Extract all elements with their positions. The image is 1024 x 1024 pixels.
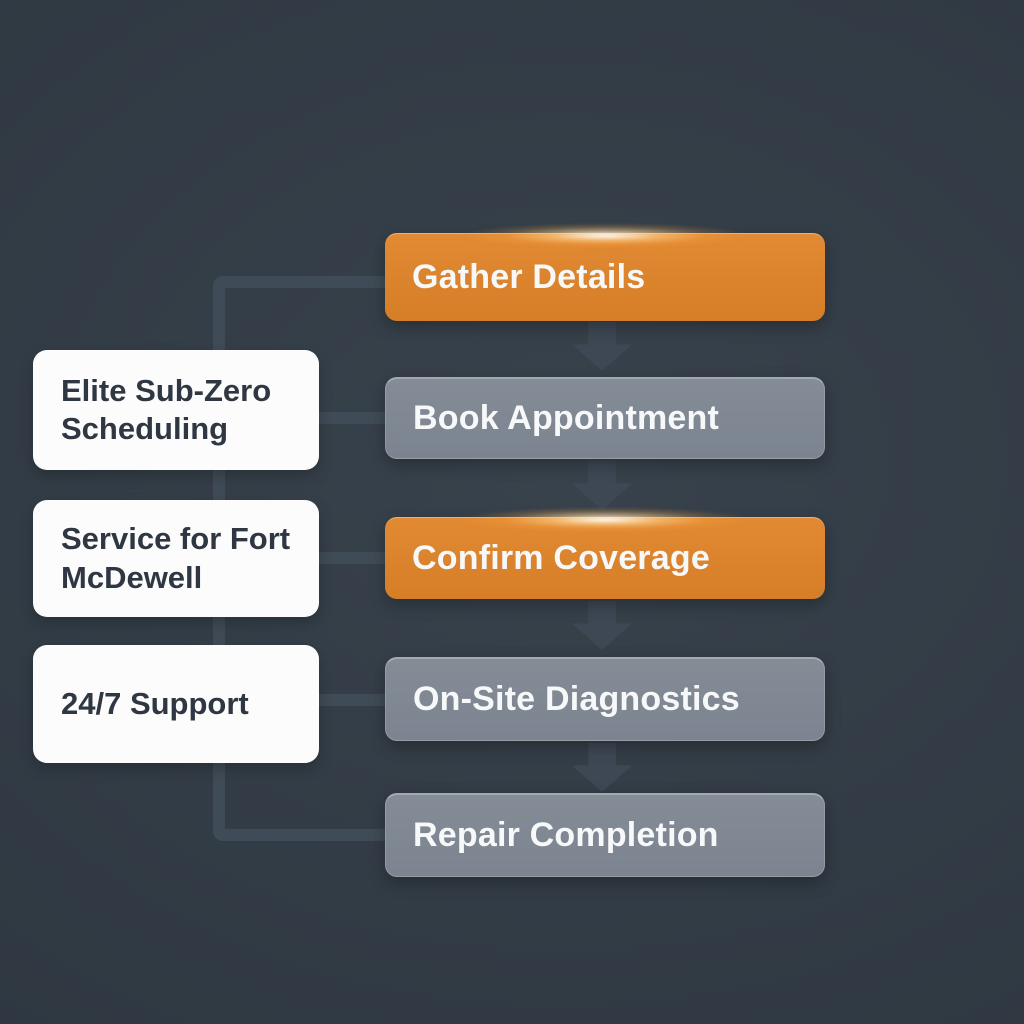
side-label-elite-sub-zero-scheduling: Elite Sub-Zero Scheduling (33, 350, 319, 470)
flow-step-label: Book Appointment (413, 399, 720, 437)
flow-step-label: Gather Details (412, 258, 646, 296)
arrow-down-icon (572, 461, 632, 510)
arrow-down-icon (572, 743, 632, 792)
side-label-text: 24/7 Support (61, 685, 249, 721)
side-label-text: Service for Fort McDewell (61, 521, 291, 595)
flow-step-label: On-Site Diagnostics (413, 680, 740, 718)
flow-step-book-appointment: Book Appointment (385, 377, 825, 459)
flow-step-label: Confirm Coverage (412, 539, 710, 577)
side-label-service-for-fort-mcdewell: Service for Fort McDewell (33, 500, 319, 617)
glow-flare-icon (375, 218, 835, 252)
side-label-text: Elite Sub-Zero Scheduling (61, 372, 272, 446)
arrow-down-icon (572, 322, 632, 371)
side-label-24-7-support: 24/7 Support (33, 645, 319, 763)
flow-step-gather-details: Gather Details (375, 218, 835, 321)
flow-step-confirm-coverage: Confirm Coverage (375, 502, 835, 599)
arrow-down-icon (572, 601, 632, 650)
flow-step-repair-completion: Repair Completion (385, 793, 825, 877)
connector-stub-onsite-diagnostics (312, 694, 386, 706)
connector-stub-book-appointment (312, 412, 386, 424)
connector-stub-confirm-coverage (312, 552, 386, 564)
flow-step-onsite-diagnostics: On-Site Diagnostics (385, 657, 825, 741)
flow-step-label: Repair Completion (413, 816, 719, 854)
